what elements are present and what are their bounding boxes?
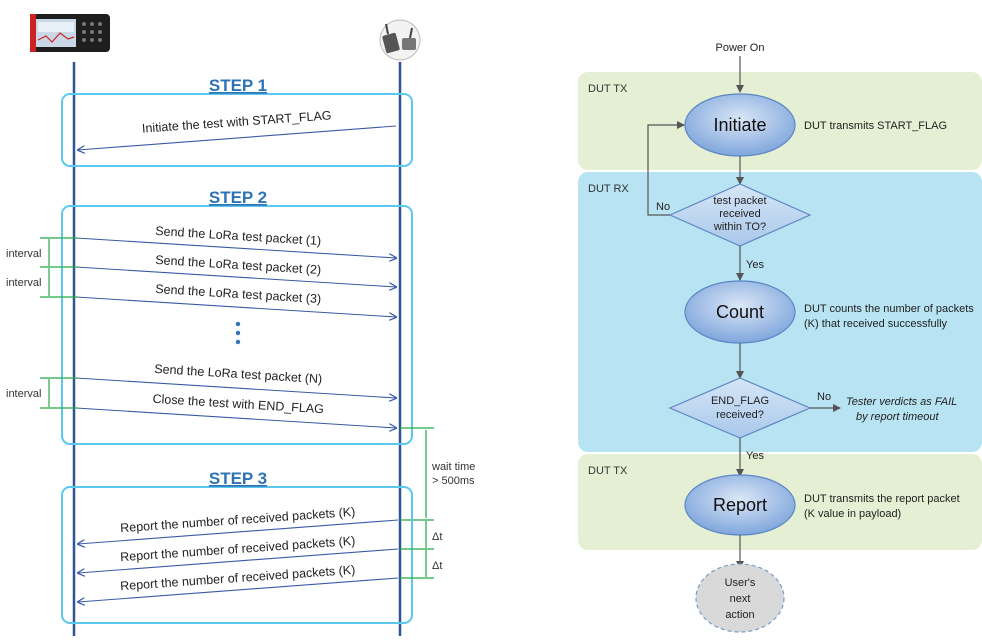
count-note-line1: DUT counts the number of packets <box>804 303 974 315</box>
packet1-arrow <box>75 237 396 258</box>
packet3-arrow <box>75 296 396 317</box>
next-action-line3: action <box>725 609 754 621</box>
step1-frame <box>61 93 413 167</box>
count-note-line2: (K) that received successfully <box>804 318 948 330</box>
delta-t-label-1: Δt <box>432 531 442 543</box>
signal-analyzer-icon <box>30 14 110 52</box>
initiate-note: DUT transmits START_FLAG <box>804 120 947 132</box>
no-loop-arrow <box>647 121 685 216</box>
decision1-line2: received <box>719 208 761 220</box>
no-label-2: No <box>817 391 831 403</box>
delta-t-label-2: Δt <box>432 560 442 572</box>
start-flag-arrow <box>78 125 397 150</box>
report1-label: Report the number of received packets (K… <box>120 505 356 535</box>
region-label-tx-1: DUT TX <box>588 83 628 95</box>
step2-title: STEP 2 <box>209 188 267 207</box>
wait-time-bracket <box>400 427 434 521</box>
yes-label-2: Yes <box>746 450 764 462</box>
report2-arrow <box>78 548 399 573</box>
next-action-line2: next <box>730 593 751 605</box>
interval-label-1: interval <box>6 248 41 260</box>
decision2-line2: received? <box>716 409 764 421</box>
packetN-arrow <box>75 377 396 398</box>
ellipsis-dots <box>235 321 241 345</box>
step1-title: STEP 1 <box>209 76 267 95</box>
end-flag-label: Close the test with END_FLAG <box>152 392 324 416</box>
wait-time-label: wait time <box>431 461 475 473</box>
report3-arrow <box>78 577 399 602</box>
decision1-line1: test packet <box>713 195 766 207</box>
flowchart: DUT TX DUT RX DUT TX Power On Initiate D… <box>578 42 982 633</box>
report1-arrow <box>78 519 399 544</box>
interval-label-2: interval <box>6 277 41 289</box>
count-label: Count <box>716 302 764 322</box>
packet2-arrow <box>75 266 396 287</box>
decision2-line1: END_FLAG <box>711 395 769 407</box>
interval-brackets <box>40 237 78 409</box>
no-label-1: No <box>656 201 670 213</box>
step2-frame <box>61 205 413 445</box>
start-flag-label: Initiate the test with START_FLAG <box>142 108 332 135</box>
region-label-rx: DUT RX <box>588 183 629 195</box>
lora-device-icon <box>379 19 421 61</box>
packetN-label: Send the LoRa test packet (N) <box>154 362 323 386</box>
fail-note-line1: Tester verdicts as FAIL <box>846 396 957 408</box>
power-on-label: Power On <box>716 42 765 54</box>
step3-frame <box>61 486 413 624</box>
fail-note-line2: by report timeout <box>856 411 939 423</box>
initiate-label: Initiate <box>713 115 766 135</box>
delta-t-brackets <box>400 521 434 579</box>
region-label-tx-2: DUT TX <box>588 465 628 477</box>
report-label: Report <box>713 495 767 515</box>
packet3-label: Send the LoRa test packet (3) <box>155 282 322 306</box>
next-action-node <box>695 563 785 633</box>
sequence-diagram: STEP 1 Initiate the test with START_FLAG… <box>6 14 475 636</box>
step3-title: STEP 3 <box>209 469 267 488</box>
report-note-line1: DUT transmits the report packet <box>804 493 960 505</box>
yes-label-1: Yes <box>746 259 764 271</box>
next-action-line1: User's <box>725 577 756 589</box>
decision1-line3: within TO? <box>713 221 766 233</box>
end-flag-arrow <box>75 407 396 428</box>
report-note-line2: (K value in payload) <box>804 508 901 520</box>
interval-label-3: interval <box>6 388 41 400</box>
wait-time-value: > 500ms <box>432 475 475 487</box>
